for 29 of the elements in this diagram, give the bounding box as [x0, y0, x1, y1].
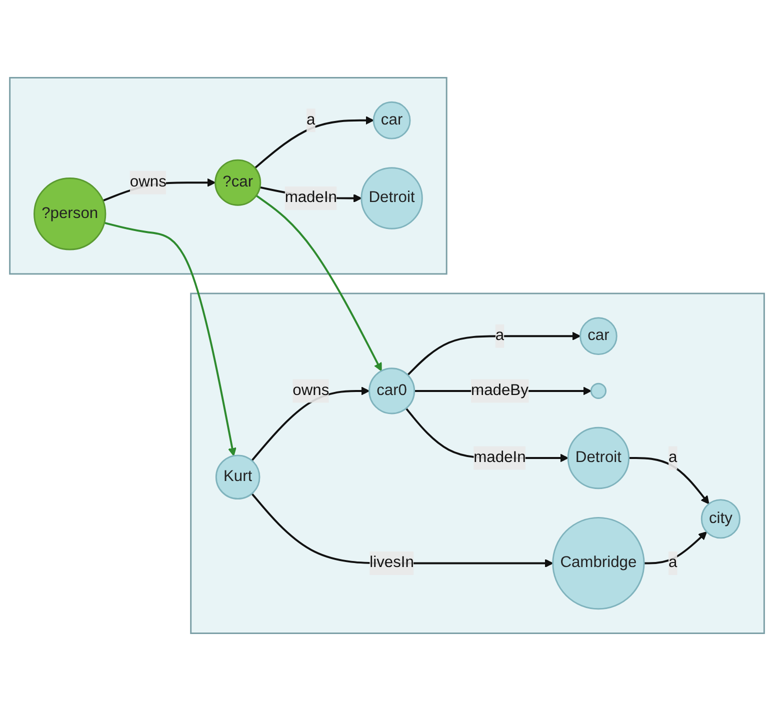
edge-label: owns: [130, 174, 166, 190]
node-circle: ?person: [34, 178, 106, 250]
node-circle: [590, 382, 607, 400]
edge-label: livesIn: [370, 554, 414, 572]
edge-label: owns: [292, 382, 330, 399]
arrow: [628, 457, 710, 504]
node-circle: city: [700, 499, 740, 539]
arrow: [254, 116, 374, 169]
edge-label: madeIn: [474, 449, 526, 466]
cluster: [9, 76, 448, 275]
edge-label: a: [495, 327, 504, 344]
node-circle: Detroit: [567, 426, 630, 490]
node-circle: Kurt: [215, 454, 260, 500]
edge-label: madeIn: [284, 189, 337, 206]
edge-label: a: [306, 112, 316, 128]
cluster: [190, 292, 765, 634]
edge-label: a: [668, 554, 678, 572]
node-circle: Cambridge: [552, 516, 645, 610]
edge-label: a: [668, 449, 678, 466]
node-circle: Detroit: [360, 167, 423, 230]
node-circle: car: [372, 101, 411, 140]
arrow: [104, 222, 236, 456]
arrow: [256, 194, 382, 372]
node-circle: ?car: [214, 159, 262, 206]
node-circle: car0: [368, 368, 416, 414]
node-circle: car: [580, 317, 618, 356]
arrow: [407, 332, 581, 376]
edge-label: madeBy: [471, 382, 528, 399]
arrow: [644, 531, 708, 564]
